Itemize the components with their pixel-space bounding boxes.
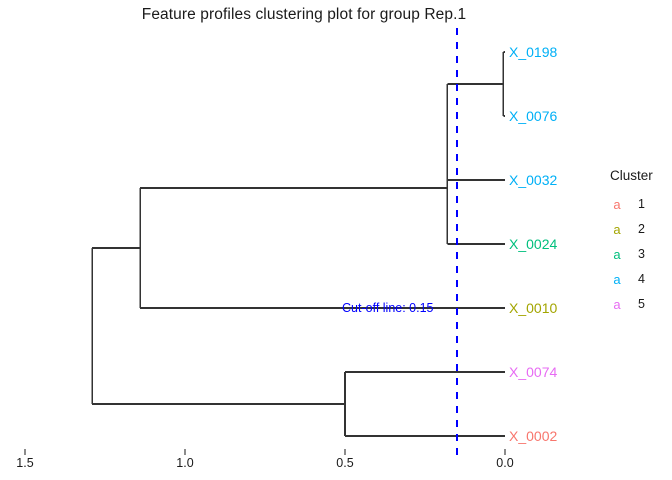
legend-key-glyph: a [613, 197, 621, 212]
axis-tick-label: 0.5 [336, 456, 354, 470]
legend-item-label: 1 [638, 197, 645, 212]
leaf-label: X_0002 [509, 428, 558, 444]
legend-item-label: 5 [638, 297, 645, 312]
legend-key-glyph: a [613, 247, 621, 262]
legend-title: Cluster [610, 168, 653, 183]
leaf-label: X_0198 [509, 44, 558, 60]
legend-key-glyph: a [613, 297, 621, 312]
axis-tick-label: 0.0 [496, 456, 514, 470]
leaf-label: X_0024 [509, 236, 558, 252]
leaf-label: X_0076 [509, 108, 558, 124]
legend-item-label: 4 [638, 272, 645, 287]
legend-key-glyph: a [613, 222, 621, 237]
leaf-label: X_0032 [509, 172, 558, 188]
leaf-label: X_0010 [509, 300, 558, 316]
leaf-label: X_0074 [509, 364, 558, 380]
legend-item-label: 3 [638, 247, 645, 262]
cutoff-label: Cut-off line: 0.15 [342, 301, 434, 315]
dendrogram-branches [91, 51, 505, 437]
axis-tick-label: 1.5 [16, 456, 34, 470]
page-title: Feature profiles clustering plot for gro… [141, 6, 467, 23]
axis-ticks [24, 449, 506, 455]
legend-key-glyph: a [613, 272, 621, 287]
legend-item-label: 2 [638, 222, 645, 237]
axis-tick-label: 1.0 [176, 456, 194, 470]
